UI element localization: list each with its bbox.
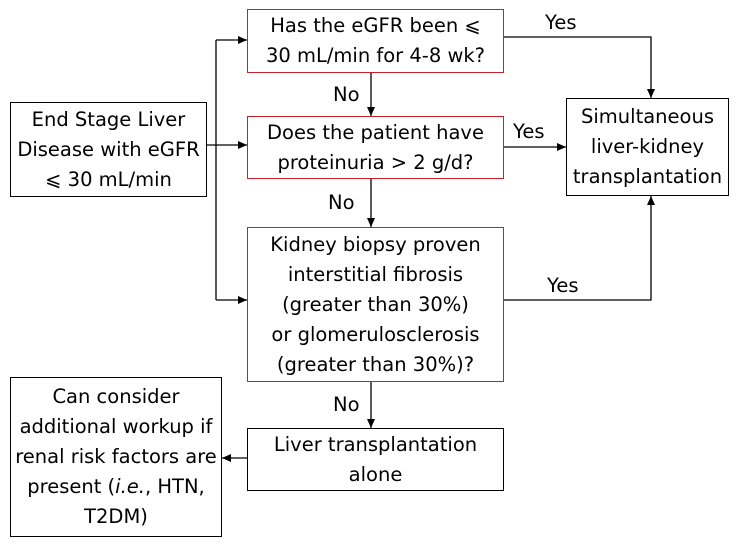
label-q2-no: No	[328, 191, 355, 214]
label-q3-no: No	[333, 393, 360, 416]
decision-egfr-duration: Has the eGFR been ⩽ 30 mL/min for 4-8 wk…	[247, 9, 504, 73]
label-q2-yes: Yes	[513, 120, 545, 143]
decision-egfr-duration-text: Has the eGFR been ⩽ 30 mL/min for 4-8 wk…	[265, 14, 486, 67]
start-node-text: End Stage Liver Disease with eGFR ⩽ 30 m…	[17, 107, 200, 191]
outcome-additional-workup-text: Can consider additional workup if renal …	[15, 382, 217, 532]
arrow-q1-yes	[504, 36, 655, 98]
outcome-simultaneous-liver-kidney: Simultaneous liver-kidney transplantatio…	[566, 98, 729, 196]
outcome-liver-alone: Liver transplantation alone	[247, 428, 504, 491]
outcome-additional-workup: Can consider additional workup if renal …	[10, 377, 222, 537]
label-q1-yes: Yes	[545, 11, 577, 34]
decision-kidney-biopsy: Kidney biopsy proven interstitial fibros…	[247, 227, 504, 382]
label-q1-no: No	[333, 83, 360, 106]
start-node: End Stage Liver Disease with eGFR ⩽ 30 m…	[10, 102, 207, 197]
decision-kidney-biopsy-text: Kidney biopsy proven interstitial fibros…	[270, 232, 481, 376]
outcome-simultaneous-liver-kidney-text: Simultaneous liver-kidney transplantatio…	[572, 105, 723, 188]
label-q3-yes: Yes	[547, 274, 579, 297]
arrow-q3-yes	[504, 196, 655, 301]
decision-proteinuria: Does the patient have proteinuria > 2 g/…	[247, 116, 504, 179]
workup-text-italic: i.e.	[115, 475, 145, 498]
workup-text-suffix: , HTN, T2DM)	[84, 475, 205, 528]
outcome-liver-alone-text: Liver transplantation alone	[273, 432, 478, 486]
decision-proteinuria-text: Does the patient have proteinuria > 2 g/…	[267, 120, 484, 174]
workup-text-prefix: Can consider additional workup if renal …	[15, 385, 217, 498]
